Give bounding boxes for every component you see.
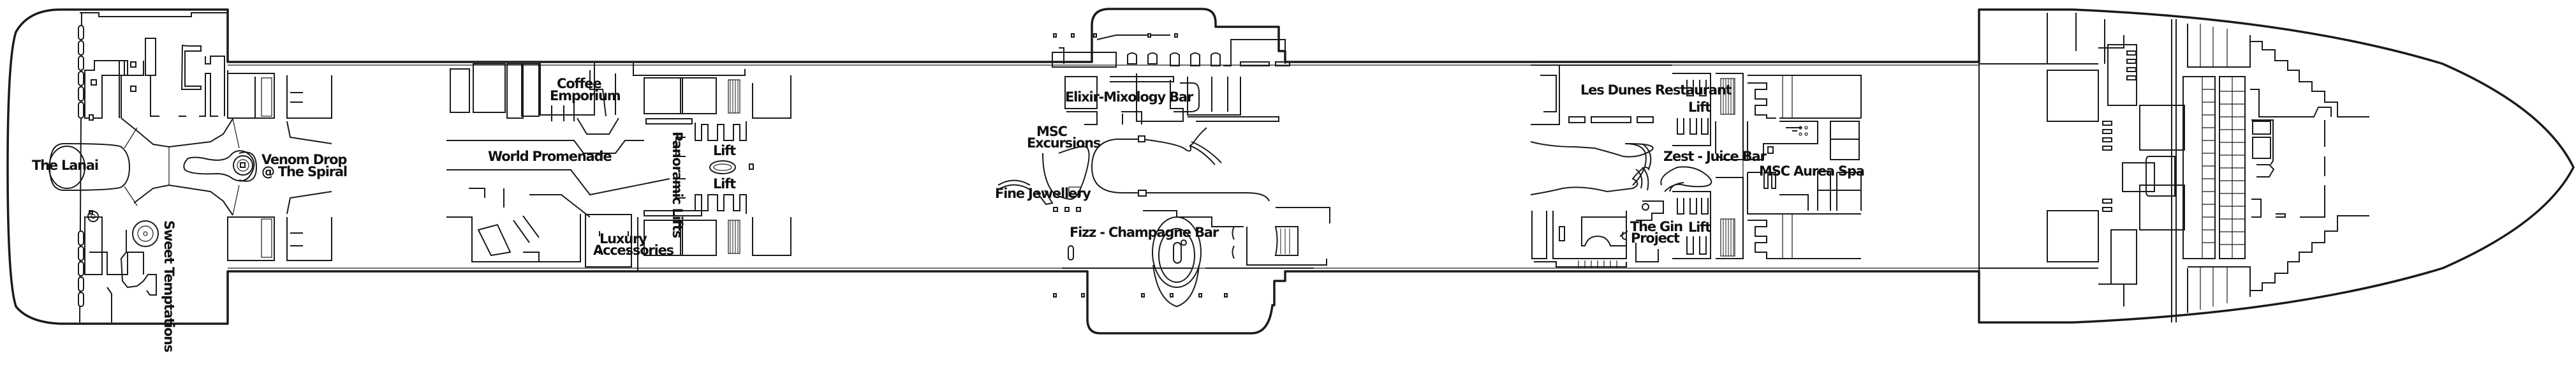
fwd-stairs-top [1720,78,1735,115]
label-msc[interactable]: MSC [1036,124,1068,139]
label-world-promenade[interactable]: World Promenade [488,149,613,164]
aft-stairs [227,70,332,261]
label-luxury-accessories[interactable]: Accessories [593,243,675,258]
aft-lift-stairs-bottom [728,220,740,254]
label-elixir-mixology-bar[interactable]: Elixir-Mixology Bar [1065,89,1195,105]
promenade-shops-south [446,169,717,271]
sweet-temptations-area [87,211,159,296]
ceiling-feature-icon [87,211,99,222]
bow-cabin-grid [2182,76,2246,259]
label-luxury[interactable]: Luxury [600,231,648,246]
fizz-stairs [1274,226,1299,256]
aft-rooms [84,38,225,322]
midship-stair-curve [1189,141,1222,165]
label-msc-excursions[interactable]: Excursions [1027,135,1101,151]
label-lift-fwd-bottom[interactable]: Lift [1688,220,1712,235]
shop-kiosks [1053,33,1228,298]
label-msc-aurea-spa[interactable]: MSC Aurea Spa [1759,163,1865,179]
fwd-stairs-bottom [1720,218,1735,257]
promenade-rail-south [1578,260,1617,268]
elixir-bar-counter [1174,82,1200,112]
label-panoramic-lifts[interactable]: Panoramic Lifts [670,132,685,238]
stern-windows [78,25,84,307]
label-lift-fwd-top[interactable]: Lift [1688,100,1712,115]
venom-drop-slide [183,150,255,182]
bow-spa-lockers [2102,50,2137,212]
gin-project-bar [1635,200,1664,262]
label-fizz-champagne-bar[interactable]: Fizz - Champagne Bar [1070,225,1220,240]
label-coffee[interactable]: Coffee [557,76,603,91]
aft-lift-stairs-top [728,79,740,114]
label-zest-juice-bar[interactable]: Zest - Juice Bar [1663,149,1768,164]
label-venom-drop[interactable]: Venom Drop [261,152,348,167]
label-sweet-temptations[interactable]: Sweet Temptations [161,220,177,352]
venue-labels: The Lanai Venom Drop @ The Spiral Sweet … [32,76,1865,352]
aft-atrium [121,117,258,216]
zest-juice-bar-counter [1660,166,1712,192]
bow-rooms [1978,13,2369,322]
hull-outline [6,8,2575,335]
label-the-lanai[interactable]: The Lanai [32,158,99,173]
label-fine-jewellery[interactable]: Fine Jewellery [995,186,1092,201]
aurea-spa [1747,75,1862,259]
label-coffee-emporium[interactable]: Emporium [550,88,621,103]
aft-lift-bank [675,79,754,254]
label-lift-aft-bottom[interactable]: Lift [713,176,737,192]
promenade-shops-north [446,63,746,154]
fwd-lift-bank [1660,73,1744,259]
label-les-dunes-restaurant[interactable]: Les Dunes Restaurant [1580,82,1733,98]
label-the-gin[interactable]: The Gin [1630,219,1683,234]
les-dunes-stairs [1635,167,1649,191]
label-venom-drop-spiral[interactable]: @ The Spiral [261,164,348,179]
label-lift-aft-top[interactable]: Lift [713,143,737,158]
label-gin-project[interactable]: Project [1631,230,1681,246]
stool-row-north [1127,52,1221,66]
